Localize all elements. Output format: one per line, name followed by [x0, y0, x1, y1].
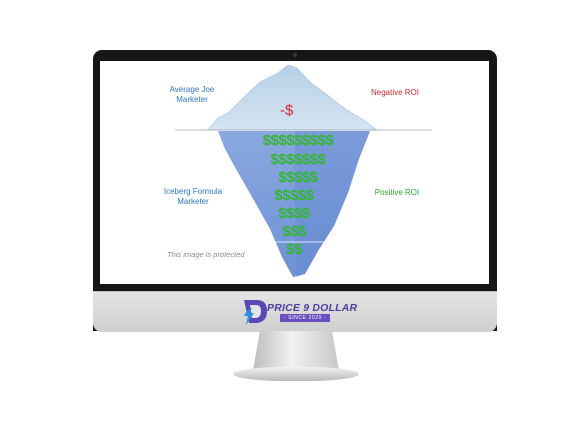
money-row: $$$$: [278, 205, 310, 222]
brand-logo: PRICE 9 DOLLAR - SINCE 2020 -: [240, 297, 357, 327]
money-row: $$$$$$$: [270, 151, 326, 168]
money-row: $$$$$$$$$: [262, 132, 334, 149]
money-row: $$$$$: [274, 187, 314, 204]
iceberg-formula-label: Iceberg Formula Marketer: [163, 187, 223, 206]
logo-subtitle: - SINCE 2020 -: [280, 314, 331, 322]
monitor-screen: Average Joe Marketer Negative ROI -$ $$$…: [100, 61, 489, 284]
monitor-bezel: Average Joe Marketer Negative ROI -$ $$$…: [93, 50, 497, 331]
lightning-d-icon: [244, 300, 267, 325]
positive-roi-label: Positive ROI: [374, 188, 420, 197]
iceberg-tip: [207, 64, 378, 131]
average-joe-label: Average Joe Marketer: [169, 85, 215, 104]
negative-dollar-sign: -$: [280, 102, 294, 119]
monitor-chin: [93, 291, 497, 332]
money-row: $$$: [282, 223, 306, 240]
money-row: $$$$$: [278, 169, 318, 186]
protected-watermark: This image is protected: [167, 250, 245, 259]
iceberg-shadow: [294, 131, 370, 277]
iceberg-illustration: [175, 64, 432, 277]
monitor-stand-neck: [253, 331, 339, 371]
monitor-stand-base: [233, 367, 359, 381]
iceberg-body: [218, 131, 370, 277]
money-row: $$: [286, 241, 302, 254]
camera-icon: [293, 53, 297, 57]
negative-roi-label: Negative ROI: [370, 88, 420, 97]
logo-title: PRICE 9 DOLLAR: [267, 302, 358, 314]
